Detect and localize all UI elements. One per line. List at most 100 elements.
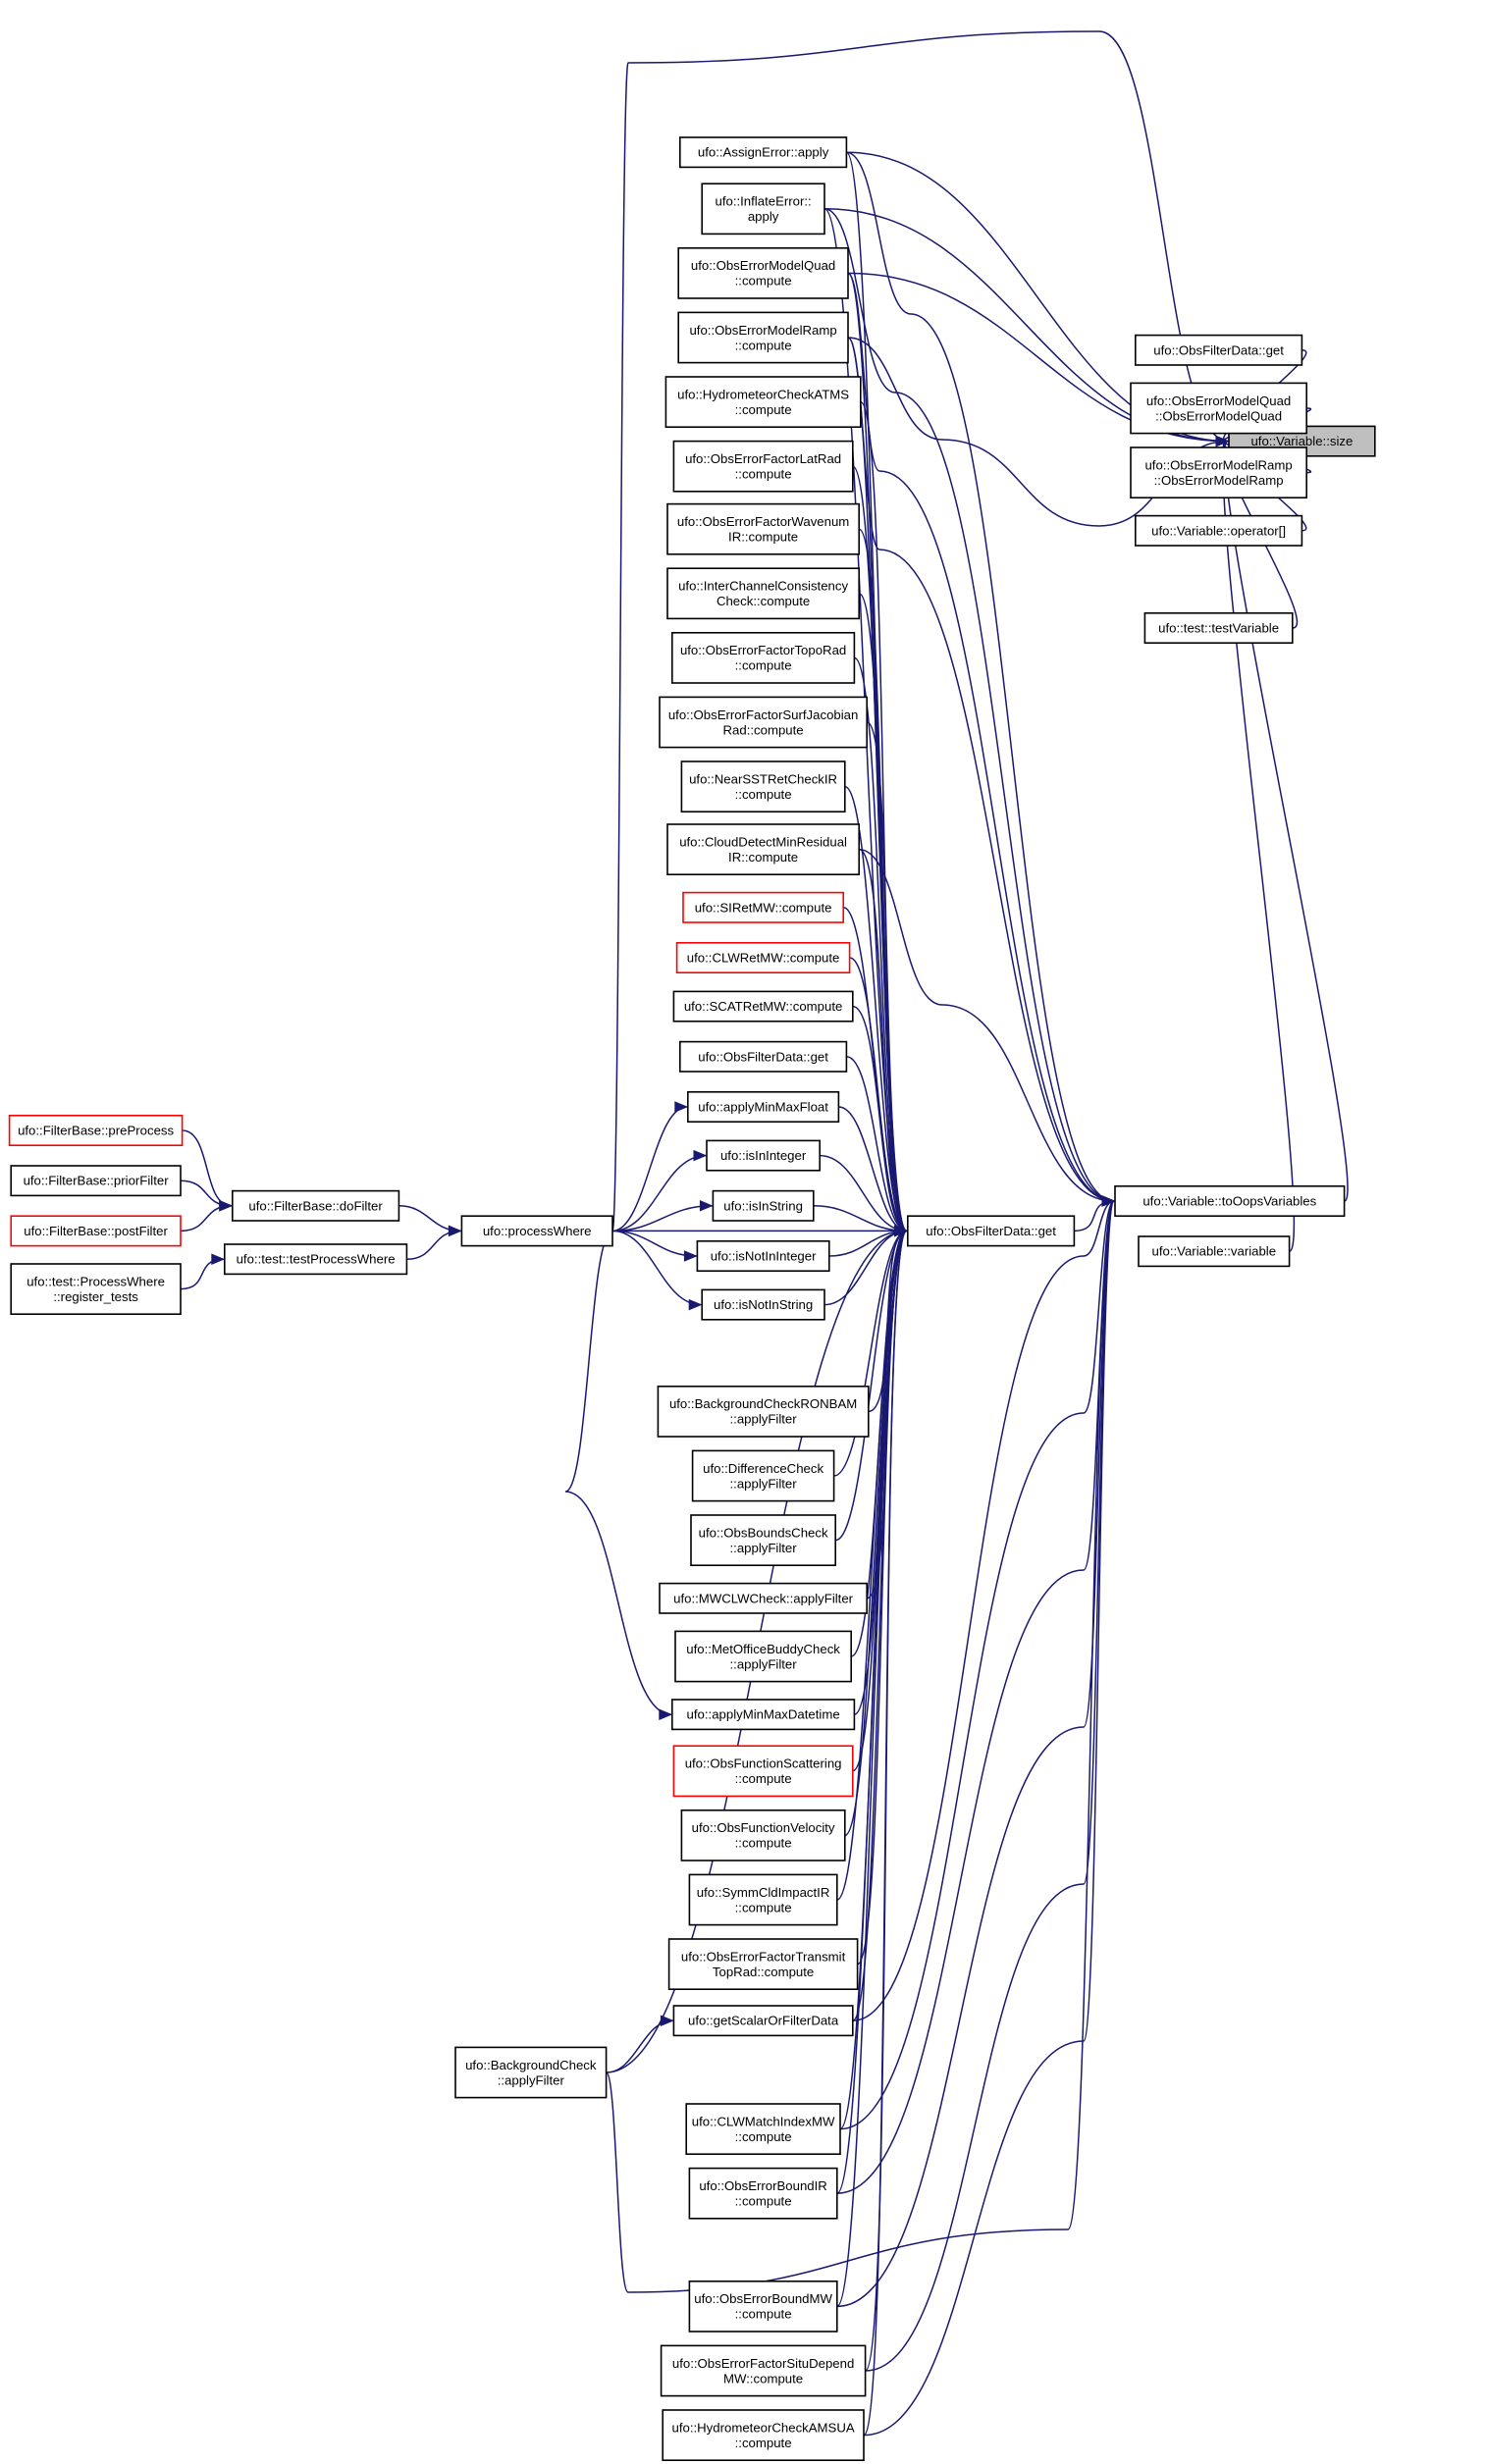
node-ramp-ctor[interactable]: ufo::ObsErrorModelRamp::ObsErrorModelRam… bbox=[1130, 446, 1307, 499]
node-testprocesswhere[interactable]: ufo::test::testProcessWhere bbox=[224, 1243, 408, 1276]
node-label: ufo::HydrometeorCheckATMS bbox=[677, 387, 849, 401]
node-siret[interactable]: ufo::SIRetMW::compute bbox=[682, 891, 844, 923]
node-variable[interactable]: ufo::Variable::variable bbox=[1138, 1235, 1291, 1268]
node-label: ufo::CLWRetMW::compute bbox=[687, 951, 840, 966]
node-postfilter[interactable]: ufo::FilterBase::postFilter bbox=[10, 1215, 182, 1247]
node-surfjac[interactable]: ufo::ObsErrorFactorSurfJacobianRad::comp… bbox=[659, 696, 868, 749]
node-label: ufo::ObsErrorFactorSituDepend bbox=[672, 2356, 854, 2371]
node-getscalar[interactable]: ufo::getScalarOrFilterData bbox=[672, 2005, 854, 2037]
node-box bbox=[674, 1630, 852, 1683]
node-quad-compute[interactable]: ufo::ObsErrorModelQuad::compute bbox=[677, 247, 849, 299]
arrowhead bbox=[894, 1225, 909, 1237]
node-toOops[interactable]: ufo::Variable::toOopsVariables bbox=[1114, 1185, 1346, 1218]
node-ronbam[interactable]: ufo::BackgroundCheckRONBAM::applyFilter bbox=[657, 1386, 870, 1438]
node-box bbox=[1114, 1185, 1346, 1218]
node-filterdata-get-l[interactable]: ufo::ObsFilterData::get bbox=[678, 1040, 848, 1073]
node-clwret[interactable]: ufo::CLWRetMW::compute bbox=[675, 941, 851, 973]
edge-line bbox=[180, 1258, 224, 1290]
edge-line bbox=[863, 1230, 908, 2437]
node-scattering[interactable]: ufo::ObsFunctionScattering::compute bbox=[672, 1745, 854, 1798]
node-ramp-compute[interactable]: ufo::ObsErrorModelRamp::compute bbox=[677, 311, 849, 364]
node-get[interactable]: ufo::ObsFilterData::get bbox=[906, 1215, 1076, 1247]
edge-line bbox=[860, 400, 908, 1232]
node-box bbox=[666, 567, 860, 620]
edge-toOops-to-size bbox=[1215, 435, 1349, 1202]
edge-inflate-to-toOops bbox=[823, 208, 1116, 1207]
node-toporad[interactable]: ufo::ObsErrorFactorTopoRad::compute bbox=[670, 631, 856, 684]
node-label: ufo::processWhere bbox=[483, 1224, 592, 1238]
edge-processwhere-to-get bbox=[612, 1225, 909, 1237]
node-minmaxdatetime[interactable]: ufo::applyMinMaxDatetime bbox=[670, 1699, 856, 1731]
node-label: ::compute bbox=[735, 1836, 792, 1851]
node-label: ::applyFilter bbox=[730, 1476, 798, 1491]
node-scatret[interactable]: ufo::SCATRetMW::compute bbox=[672, 990, 854, 1022]
node-buddy[interactable]: ufo::MetOfficeBuddyCheck::applyFilter bbox=[674, 1630, 852, 1683]
node-boundir[interactable]: ufo::ObsErrorBoundIR::compute bbox=[688, 2167, 838, 2220]
node-boundscheck[interactable]: ufo::ObsBoundsCheck::applyFilter bbox=[690, 1514, 836, 1567]
node-symmcld[interactable]: ufo::SymmCldImpactIR::compute bbox=[688, 1873, 838, 1926]
node-label: Check::compute bbox=[717, 594, 810, 608]
node-clwmatch[interactable]: ufo::CLWMatchIndexMW::compute bbox=[685, 2103, 841, 2156]
node-preprocess[interactable]: ufo::FilterBase::preProcess bbox=[8, 1115, 184, 1147]
arrowhead bbox=[448, 1225, 462, 1237]
node-priorfilter[interactable]: ufo::FilterBase::priorFilter bbox=[10, 1165, 182, 1197]
node-bgcheck[interactable]: ufo::BackgroundCheck::applyFilter bbox=[454, 2046, 608, 2099]
node-label: apply bbox=[748, 209, 779, 224]
node-box bbox=[659, 696, 868, 749]
node-filterdata-get-r[interactable]: ufo::ObsFilterData::get bbox=[1135, 334, 1303, 366]
edge-surfjac-to-get bbox=[866, 721, 909, 1237]
node-box bbox=[224, 1243, 408, 1276]
node-operator[interactable]: ufo::Variable::operator[] bbox=[1135, 514, 1303, 547]
node-isinstring[interactable]: ufo::isInString bbox=[712, 1189, 815, 1222]
node-hydroATMS[interactable]: ufo::HydrometeorCheckATMS::compute bbox=[664, 376, 862, 429]
node-box bbox=[691, 1449, 835, 1502]
node-velocity[interactable]: ufo::ObsFunctionVelocity::compute bbox=[680, 1809, 846, 1861]
node-label: ::compute bbox=[735, 658, 792, 673]
node-box bbox=[454, 2046, 608, 2099]
edge-line bbox=[839, 1200, 1115, 2130]
node-label: ::compute bbox=[735, 338, 792, 352]
node-isnotinstring[interactable]: ufo::isNotInString bbox=[701, 1288, 825, 1321]
node-boundmw[interactable]: ufo::ObsErrorBoundMW::compute bbox=[688, 2281, 838, 2333]
node-quad-ctor[interactable]: ufo::ObsErrorModelQuad::ObsErrorModelQua… bbox=[1130, 382, 1307, 435]
node-mwclw[interactable]: ufo::MWCLWCheck::applyFilter bbox=[659, 1582, 868, 1614]
node-label: ufo::applyMinMaxFloat bbox=[698, 1100, 828, 1115]
edge-processwhere-to-isinstring bbox=[611, 1200, 714, 1232]
node-label: ufo::SIRetMW::compute bbox=[695, 900, 832, 915]
node-box bbox=[10, 1215, 182, 1247]
node-label: ::compute bbox=[735, 1900, 792, 1914]
node-isnotininteger[interactable]: ufo::isNotInInteger bbox=[696, 1240, 830, 1273]
node-interchan[interactable]: ufo::InterChannelConsistencyCheck::compu… bbox=[666, 567, 860, 620]
edge-line bbox=[611, 1205, 713, 1232]
arrowhead bbox=[1215, 435, 1230, 447]
node-box bbox=[712, 1189, 815, 1222]
node-assign[interactable]: ufo::AssignError::apply bbox=[678, 136, 848, 169]
node-diffcheck[interactable]: ufo::DifferenceCheck::applyFilter bbox=[691, 1449, 835, 1502]
node-box bbox=[672, 440, 854, 493]
node-isininteger[interactable]: ufo::isInInteger bbox=[706, 1139, 821, 1172]
node-label: ufo::CloudDetectMinResidual bbox=[679, 834, 847, 849]
node-registertests[interactable]: ufo::test::ProcessWhere::register_tests bbox=[10, 1263, 182, 1316]
node-nearsst[interactable]: ufo::NearSSTRetCheckIR::compute bbox=[680, 760, 846, 813]
node-label: ufo::ObsFilterData::get bbox=[698, 1049, 828, 1064]
edge-preprocess-to-dofilter bbox=[182, 1129, 234, 1212]
node-latrad[interactable]: ufo::ObsErrorFactorLatRad::compute bbox=[672, 440, 854, 493]
node-hydroAMSUA[interactable]: ufo::HydrometeorCheckAMSUA::compute bbox=[662, 2409, 865, 2462]
arrowhead bbox=[660, 2015, 674, 2026]
node-box bbox=[685, 2103, 841, 2156]
node-minmaxfloat[interactable]: ufo::applyMinMaxFloat bbox=[686, 1091, 840, 1124]
node-transmit[interactable]: ufo::ObsErrorFactorTransmitTopRad::compu… bbox=[667, 1938, 859, 1991]
node-label: ufo::test::ProcessWhere bbox=[27, 1274, 165, 1288]
node-label: ufo::ObsErrorFactorLatRad bbox=[685, 451, 841, 466]
node-processwhere[interactable]: ufo::processWhere bbox=[460, 1215, 613, 1247]
node-testVariable[interactable]: ufo::test::testVariable bbox=[1143, 611, 1294, 644]
node-dofilter[interactable]: ufo::FilterBase::doFilter bbox=[232, 1189, 400, 1222]
node-box bbox=[1135, 334, 1303, 366]
node-label: ufo::getScalarOrFilterData bbox=[688, 2014, 839, 2028]
node-inflate[interactable]: ufo::InflateError::apply bbox=[701, 183, 825, 236]
node-label: ufo::ObsBoundsCheck bbox=[699, 1525, 828, 1540]
node-label: ufo::ObsFunctionScattering bbox=[685, 1756, 842, 1771]
